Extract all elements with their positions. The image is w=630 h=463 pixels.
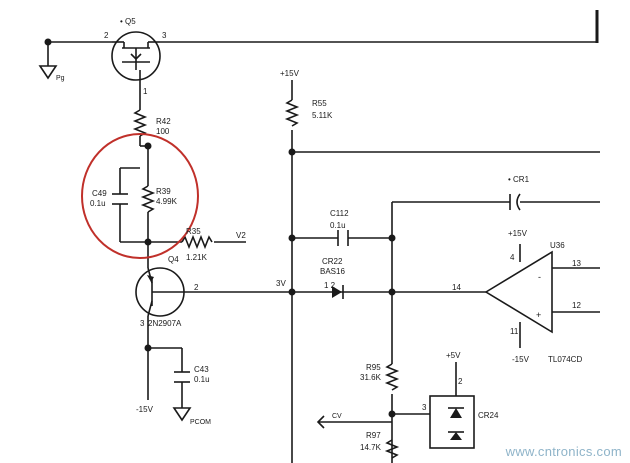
junction-dot: [288, 288, 296, 296]
label-cr1: • CR1: [508, 175, 530, 184]
transistor-q5: [111, 31, 161, 81]
resistor-r97: [384, 439, 400, 459]
label-q4: Q4: [168, 255, 179, 264]
label-c49: C49: [92, 189, 107, 198]
resistor-r95: [384, 363, 400, 391]
label-opamp-part: TL074CD: [548, 355, 582, 364]
label-node-3v: 3V: [276, 279, 286, 288]
opamp-u36: [484, 250, 553, 334]
label-r42-value: 100: [156, 127, 170, 136]
transistor-q4: [135, 267, 185, 317]
diode-cr22: [332, 285, 344, 299]
label-cr24-pin2: 2: [458, 377, 463, 386]
label-q5-pin3: 3: [162, 31, 167, 40]
junction-dot: [388, 288, 396, 296]
junction-dot: [44, 38, 52, 46]
label-opamp-plus: +: [536, 310, 541, 320]
label-pin13: 13: [572, 259, 581, 268]
label-r35-value: 1.21K: [186, 253, 208, 262]
junction-dot: [388, 410, 396, 418]
component-cr1: [509, 193, 521, 211]
label-r55-value: 5.11K: [312, 111, 333, 120]
label-c112: C112: [330, 209, 349, 218]
resistor-r42: [132, 109, 148, 137]
junction-dot: [288, 148, 296, 156]
watermark-text: www.cntronics.com: [505, 444, 622, 459]
label-pin4: 4: [510, 253, 515, 262]
ground-symbol-pg: [38, 65, 58, 80]
resistor-r39: [140, 185, 156, 213]
label-plus15-top: +15V: [280, 69, 300, 78]
label-cr24-pin3: 3: [422, 403, 427, 412]
label-cr22: CR22: [322, 257, 343, 266]
label-r97-value: 14.7K: [360, 443, 382, 452]
label-pcom: PCOM: [190, 419, 211, 426]
label-r42: R42: [156, 117, 171, 126]
label-r39: R39: [156, 187, 171, 196]
label-c43-value: 0.1u: [194, 375, 210, 384]
label-cr24: CR24: [478, 411, 499, 420]
label-r97: R97: [366, 431, 381, 440]
label-neg15-left: -15V: [136, 405, 154, 414]
label-r39-value: 4.99K: [156, 197, 178, 206]
label-c49-value: 0.1u: [90, 199, 106, 208]
label-r35: R35: [186, 227, 201, 236]
label-q5-pin2: 2: [104, 31, 109, 40]
label-pin14: 14: [452, 283, 461, 292]
label-q4-part: 2N2907A: [148, 319, 182, 328]
label-q5: • Q5: [120, 17, 136, 26]
zener-cr24: [429, 395, 475, 449]
label-neg15-opamp: -15V: [512, 355, 530, 364]
label-c112-value: 0.1u: [330, 221, 346, 230]
label-c43: C43: [194, 365, 209, 374]
capacitor-c43: [174, 371, 190, 383]
junction-dot: [288, 234, 296, 242]
capacitor-c112: [337, 230, 349, 246]
label-pin11: 11: [510, 327, 519, 336]
label-r55: R55: [312, 99, 327, 108]
label-cv: CV: [332, 413, 342, 420]
label-pin12: 12: [572, 301, 581, 310]
label-cr22-pins: 1 2: [324, 281, 336, 290]
label-cr22-part: BAS16: [320, 267, 345, 276]
junction-dot: [144, 142, 152, 150]
junction-dot: [144, 238, 152, 246]
label-q4-pin3: 3: [140, 319, 145, 328]
junction-dots: [44, 38, 396, 418]
label-plus15-opamp: +15V: [508, 229, 528, 238]
label-opamp-minus: -: [538, 272, 541, 282]
label-q4-pin2: 2: [194, 283, 199, 292]
wires: [47, 10, 600, 463]
label-pg: Pg: [56, 75, 65, 82]
cv-arrow: [316, 415, 325, 429]
ground-symbol-pcom: [172, 407, 192, 422]
label-r95-value: 31.6K: [360, 373, 382, 382]
label-v2: V2: [236, 231, 246, 240]
junction-dot: [388, 234, 396, 242]
label-r95: R95: [366, 363, 381, 372]
label-u36: U36: [550, 241, 565, 250]
label-q5-pin1: 1: [143, 87, 148, 96]
highlight-circle: [81, 133, 199, 259]
label-plus5: +5V: [446, 351, 461, 360]
resistor-r35: [181, 234, 213, 250]
resistor-r55: [284, 99, 300, 127]
junction-dot: [144, 344, 152, 352]
capacitor-c49: [112, 193, 128, 205]
